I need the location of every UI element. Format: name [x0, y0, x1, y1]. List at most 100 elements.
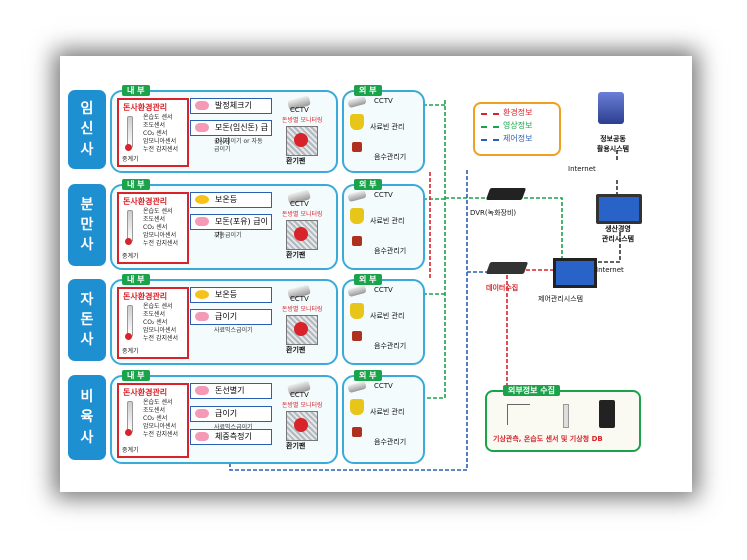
sun-icon	[195, 195, 209, 204]
barn-label-char: 비	[80, 389, 94, 406]
legend-label: 환경정보	[503, 108, 533, 117]
thermometer-bulb	[125, 144, 132, 151]
control-item: 체중측정기	[190, 429, 272, 445]
cctv-outer-camera-icon	[347, 95, 367, 109]
control-label: 보온등	[215, 290, 238, 299]
inner-tag: 내 부	[122, 370, 150, 381]
monitoring-label: 돈방별 모니터링	[282, 117, 323, 124]
barn-label-char: 사	[80, 141, 94, 158]
control-sub-label: 사료믹스급이기	[214, 327, 253, 334]
sensor-item: 암모니아센서	[143, 327, 177, 334]
control-label: 급이기	[215, 312, 238, 321]
relay-label: 중계기	[122, 348, 139, 355]
sensor-item: 누전 감지센서	[143, 240, 179, 247]
video-line-trunk	[423, 100, 446, 399]
pig-icon	[195, 409, 209, 418]
control-item: 돈선별기	[190, 383, 272, 399]
water-label: 음수관리기	[374, 342, 407, 350]
control-item: 모돈(포유) 급이기	[190, 214, 272, 240]
control-label: 급이기	[215, 409, 238, 418]
water-label: 음수관리기	[374, 438, 407, 446]
fan-blades	[294, 418, 308, 432]
barn-label-char: 육	[80, 409, 94, 426]
sensor-item: CO₂ 센서	[143, 130, 168, 137]
env-title: 돈사환경관리	[123, 103, 168, 112]
fan-icon	[286, 315, 318, 345]
barn-label-char: 사	[80, 332, 94, 349]
production-monitor-icon	[596, 194, 642, 224]
fan-label: 환기팬	[286, 442, 306, 450]
sensor-item: 조도센서	[143, 407, 166, 414]
control-label: 모돈(포유) 급이기	[215, 217, 268, 240]
sensor-item: 누전 감지센서	[143, 335, 179, 342]
fan-icon	[286, 126, 318, 156]
water-tap-icon	[352, 236, 362, 246]
sensor-item: 온습도 센서	[143, 208, 173, 215]
outer-tag: 외 부	[354, 179, 382, 190]
control-sub-label: 자동급이기	[214, 232, 242, 239]
fan-blades	[294, 322, 308, 336]
legend-label: 영상정보	[503, 121, 533, 130]
barn-label-char: 사	[80, 237, 94, 254]
sensor-item: 온습도 센서	[143, 114, 173, 121]
feed-bin-icon	[350, 114, 364, 130]
sensor-item: 온습도 센서	[143, 303, 173, 310]
feed-bin-label: 사료빈 관리	[370, 217, 405, 225]
cctv-label: CCTV	[374, 191, 393, 199]
thermometer-bulb	[125, 429, 132, 436]
internet-label-2: Internet	[596, 266, 624, 274]
pig-icon	[195, 386, 209, 395]
data-collect-label: 데이터수집	[486, 284, 519, 292]
internet-line-control	[592, 230, 621, 263]
legend-swatch	[481, 126, 499, 128]
barn-label-char: 임	[80, 101, 94, 118]
fan-label: 환기팬	[286, 251, 306, 259]
sensor-item: 누전 감지센서	[143, 146, 179, 153]
inner-tag: 내 부	[122, 179, 150, 190]
pig-icon	[195, 217, 209, 226]
water-label: 음수관리기	[374, 153, 407, 161]
sensor-probe-icon	[563, 404, 569, 428]
barn-label-char: 만	[80, 216, 94, 233]
fan-blades	[294, 133, 308, 147]
water-tap-icon	[352, 331, 362, 341]
feed-bin-label: 사료빈 관리	[370, 312, 405, 320]
control-item: 급이기	[190, 309, 272, 325]
cctv-label: CCTV	[374, 97, 393, 105]
sun-icon	[195, 290, 209, 299]
control-item: 발정체크기	[190, 98, 272, 114]
control-line-trunk	[229, 170, 468, 471]
fan-icon	[286, 220, 318, 250]
sensor-item: 암모니아센서	[143, 138, 177, 145]
control-label: 모돈(임신돈) 급이기	[215, 123, 268, 146]
legend-swatch	[481, 139, 499, 141]
sensor-item: 누전 감지센서	[143, 431, 179, 438]
feed-bin-label: 사료빈 관리	[370, 123, 405, 131]
sensor-item: 암모니아센서	[143, 232, 177, 239]
monitoring-label: 돈방별 모니터링	[282, 402, 323, 409]
sensor-item: 조도센서	[143, 122, 166, 129]
sensor-item: 암모니아센서	[143, 423, 177, 430]
info-share-label: 정보공동 활용시스템	[596, 135, 630, 153]
sensor-item: 온습도 센서	[143, 399, 173, 406]
inner-tag: 내 부	[122, 274, 150, 285]
sensor-item: 조도센서	[143, 216, 166, 223]
control-sub-label: 군사급이기 or 자동급이기	[214, 138, 263, 153]
pig-icon	[195, 123, 209, 132]
water-tap-icon	[352, 427, 362, 437]
cctv-label: CCTV	[290, 200, 309, 208]
